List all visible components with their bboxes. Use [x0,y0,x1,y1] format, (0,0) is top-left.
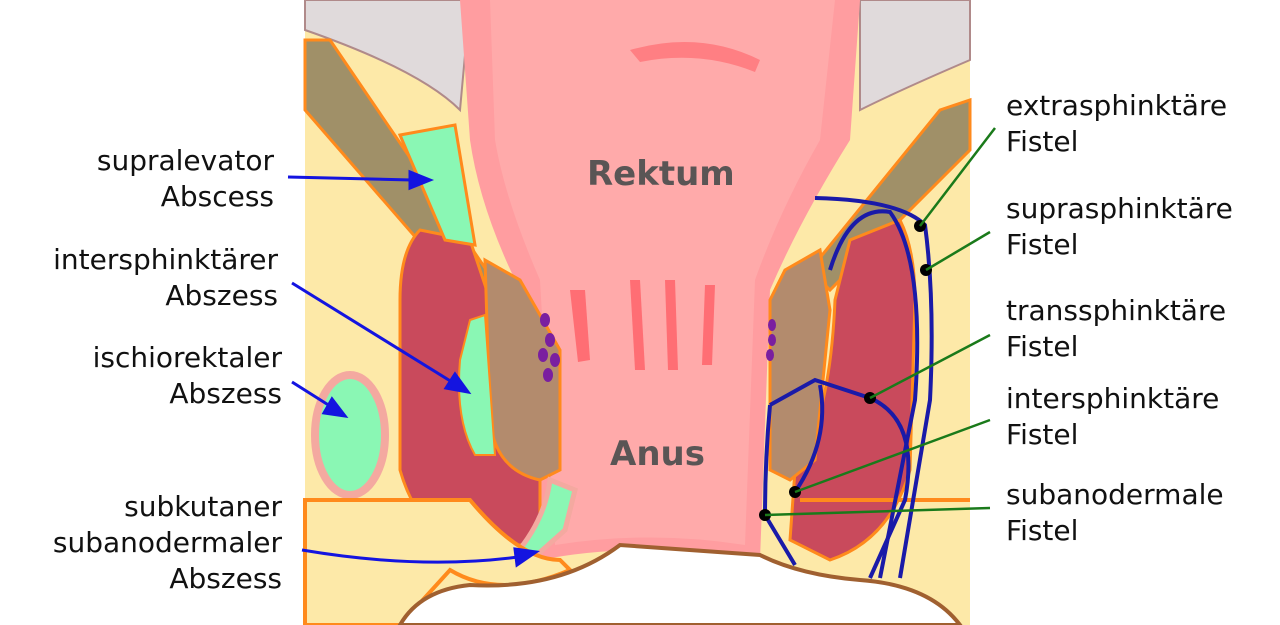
intersphincteric-abscess [458,313,497,456]
label-line: subkutaner [124,490,282,523]
label-line: Abscess [160,180,274,213]
label-supralevator-abscess: supralevator Abscess [97,143,274,215]
label-line: subanodermale [1006,478,1224,511]
peritoneum-right [859,0,971,112]
label-line: supralevator [96,144,274,177]
label-ischiorectal-abscess: ischiorektaler Abszess [93,340,282,412]
anus-label: Anus [610,434,705,474]
skin-bottom [397,542,963,625]
label-line: extrasphinktäre [1006,89,1228,122]
label-suprasphincteric-fistula: suprasphinktäre Fistel [1006,191,1233,263]
anal-columns [570,280,715,370]
label-transsphincteric-fistula: transsphinktäre Fistel [1006,293,1226,365]
label-intersphincteric-fistula: intersphinktäre Fistel [1006,381,1219,453]
anal-glands-left [538,313,560,382]
label-extrasphincteric-fistula: extrasphinktäre Fistel [1006,88,1227,160]
label-line: Fistel [1006,228,1079,261]
label-line: subanodermaler [52,526,282,559]
label-line: suprasphinktäre [1006,192,1233,225]
label-line: Fistel [1006,330,1079,363]
peritoneum-left [304,0,472,113]
fistula-pointers [764,127,996,517]
label-line: Abszess [169,377,282,410]
label-line: transsphinktäre [1006,294,1227,327]
label-line: intersphinktärer [53,243,278,276]
label-line: Abszess [169,562,282,595]
rectum-label: Rektum [587,154,735,194]
rectum-lumen [490,0,835,545]
label-subcutaneous-abscess: subkutaner subanodermaler Abszess [53,489,282,597]
rectum-fold [630,42,760,72]
label-line: intersphinktäre [1006,382,1220,415]
label-line: Fistel [1006,418,1079,451]
label-line: ischiorektaler [92,341,282,374]
abscess-pointers [287,169,541,568]
label-line: Fistel [1006,514,1079,547]
label-subanodermal-fistula: subanodermale Fistel [1006,477,1224,549]
label-line: Fistel [1006,125,1079,158]
ischiorectal-abscess [311,371,389,499]
label-line: Abszess [165,279,278,312]
anal-glands-right [766,319,776,361]
supralevator-abscess [397,123,477,247]
label-intersphincteric-abscess: intersphinktärer Abszess [53,242,278,314]
